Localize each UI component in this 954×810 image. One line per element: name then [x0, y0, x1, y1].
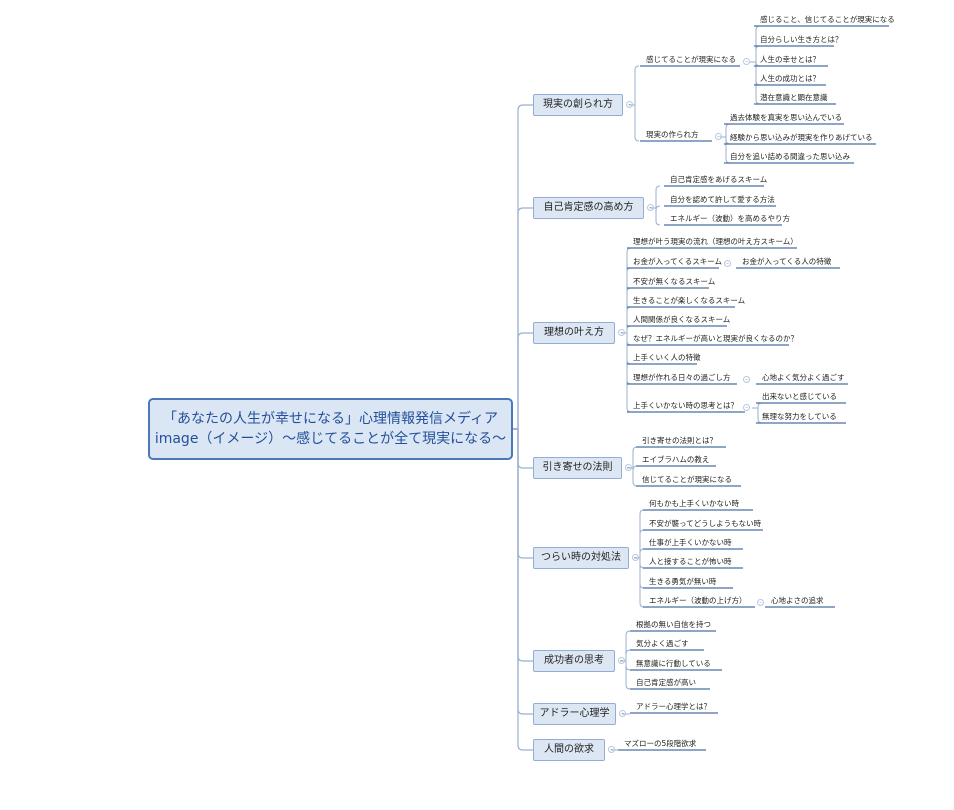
topic-label[interactable]: 生きる勇気が無い時: [649, 577, 717, 586]
collapse-icon[interactable]: –: [743, 404, 750, 411]
topic-label[interactable]: 理想が叶う現実の流れ（理想の叶え方スキーム）: [633, 237, 798, 246]
branch-connector: [513, 428, 533, 751]
leaf-connector: [750, 25, 761, 63]
collapse-icon[interactable]: –: [625, 464, 632, 471]
topic-label[interactable]: 信じてることが現実になる: [642, 475, 732, 484]
branch-connector: [513, 428, 533, 469]
topic-label[interactable]: 感じること、信じてることが現実になる: [760, 15, 895, 24]
topic-label[interactable]: 自己肯定感をあげるスキーム: [670, 175, 768, 184]
topic-label[interactable]: 生きることが楽しくなるスキーム: [633, 296, 746, 305]
topic-label[interactable]: 心地よさの追求: [771, 596, 824, 605]
leaf-connector: [650, 207, 661, 226]
leaf-connector: [634, 557, 645, 608]
topic-label[interactable]: 潜在意識と顕在意識: [760, 93, 828, 102]
topic-label[interactable]: 心地よく気分よく過ごす: [762, 373, 845, 382]
topic-label[interactable]: 感じてることが現実になる: [646, 55, 736, 64]
collapse-icon[interactable]: –: [647, 204, 654, 211]
collapse-icon[interactable]: –: [715, 133, 722, 140]
leaf-connector: [752, 402, 763, 409]
branch-topic[interactable]: アドラー心理学: [533, 703, 616, 725]
branch-connector: [513, 428, 533, 662]
collapse-icon[interactable]: –: [608, 746, 615, 753]
topic-label[interactable]: お金が入ってくるスキーム: [633, 257, 723, 266]
topic-label[interactable]: 過去体験を真実を思い込んでいる: [730, 113, 843, 122]
branch-connector: [513, 207, 533, 430]
topic-label[interactable]: 人生の幸せとは？: [760, 55, 820, 64]
leaf-connector: [621, 332, 632, 385]
collapse-icon[interactable]: –: [743, 58, 750, 65]
branch-topic[interactable]: 成功者の思考: [533, 650, 615, 672]
topic-label[interactable]: マズローの5段階欲求: [624, 739, 697, 748]
topic-label[interactable]: 気分よく過ごす: [636, 639, 689, 648]
leaf-connector: [620, 630, 631, 662]
topic-label[interactable]: 人間関係が良くなるスキーム: [633, 315, 731, 324]
branch-connector: [513, 332, 533, 430]
topic-label[interactable]: 自己肯定感が高い: [636, 678, 696, 687]
collapse-icon[interactable]: –: [743, 376, 750, 383]
collapse-icon[interactable]: –: [618, 329, 625, 336]
leaf-connector: [750, 45, 761, 63]
leaf-connector: [650, 185, 661, 209]
topic-label[interactable]: 自分らしい生き方とは？: [760, 35, 843, 44]
topic-label[interactable]: 理想が作れる日々の過ごし方: [633, 373, 731, 382]
leaf-connector: [621, 267, 632, 334]
branch-topic[interactable]: 現実の創られ方: [533, 94, 623, 116]
topic-label[interactable]: 無理な努力をしている: [762, 412, 837, 421]
branch-connector: [513, 428, 533, 559]
leaf-connector: [620, 649, 631, 662]
leaf-connector: [720, 136, 731, 164]
topic-label[interactable]: 上手くいかない時の思考とは？: [633, 401, 738, 410]
leaf-connector: [634, 557, 645, 589]
topic-label[interactable]: 上手くいく人の特徴: [633, 353, 701, 362]
leaf-connector: [634, 509, 645, 559]
topic-label[interactable]: 仕事が上手くいかない時: [649, 538, 732, 547]
topic-label[interactable]: エイブラハムの教え: [642, 455, 710, 464]
topic-label[interactable]: 出来ないと感じている: [762, 392, 837, 401]
central-topic[interactable]: 「あなたの人生が幸せになる」心理情報発信メディア image（イメージ）～感じて…: [148, 398, 513, 460]
topic-label[interactable]: 経験から思い込みが現実を作りあげている: [730, 133, 873, 142]
collapse-icon[interactable]: –: [618, 657, 625, 664]
collapse-icon[interactable]: –: [724, 260, 731, 267]
branch-topic[interactable]: 理想の叶え方: [533, 322, 615, 344]
leaf-connector: [752, 407, 763, 424]
collapse-icon[interactable]: –: [632, 554, 639, 561]
topic-label[interactable]: 何もかも上手くいかない時: [649, 499, 739, 508]
topic-label[interactable]: 無意識に行動している: [636, 659, 711, 668]
topic-label[interactable]: お金が入ってくる人の特徴: [742, 257, 832, 266]
topic-label[interactable]: 自分を追い詰める間違った思い込み: [730, 152, 850, 161]
topic-label[interactable]: 人生の成功とは？: [760, 74, 820, 83]
branch-topic[interactable]: つらい時の対処法: [533, 547, 629, 569]
leaf-connector: [621, 332, 632, 365]
branch-connector: [513, 104, 533, 430]
collapse-icon[interactable]: –: [757, 599, 764, 606]
topic-label[interactable]: 引き寄せの法則とは？: [642, 436, 717, 445]
branch-topic[interactable]: 自己肯定感の高め方: [533, 197, 644, 219]
sub-connector: [629, 104, 640, 142]
branch-connector: [513, 428, 533, 715]
topic-label[interactable]: エネルギー（波動の上げ方）: [649, 596, 747, 605]
branch-topic[interactable]: 人間の欲求: [533, 739, 605, 761]
sub-connector: [629, 65, 640, 106]
topic-label[interactable]: アドラー心理学とは？: [636, 702, 711, 711]
topic-label[interactable]: 不安が無くなるスキーム: [633, 277, 716, 286]
topic-label[interactable]: 根拠の無い自信を持つ: [636, 620, 711, 629]
collapse-icon[interactable]: –: [619, 710, 626, 717]
topic-label[interactable]: なぜ？エネルギーが高いと現実が良くなるのか？: [633, 334, 798, 343]
topic-label[interactable]: 自分を認めて許して愛する方法: [670, 195, 775, 204]
topic-label[interactable]: 人と接することが怖い時: [649, 557, 732, 566]
central-topic-line2: image（イメージ）～感じてることが全て現実になる～: [154, 431, 507, 447]
leaf-connector: [750, 61, 761, 105]
topic-label[interactable]: 現実の作られ方: [646, 130, 699, 139]
topic-label[interactable]: エネルギー（波動）を高めるやり方: [670, 214, 790, 223]
collapse-icon[interactable]: –: [626, 101, 633, 108]
central-topic-line1: 「あなたの人生が幸せになる」心理情報発信メディア: [162, 411, 499, 427]
topic-label[interactable]: 不安が襲ってどうしようもない時: [649, 519, 762, 528]
leaf-connector: [621, 247, 632, 334]
branch-topic[interactable]: 引き寄せの法則: [533, 457, 622, 479]
leaf-connector: [620, 660, 631, 690]
